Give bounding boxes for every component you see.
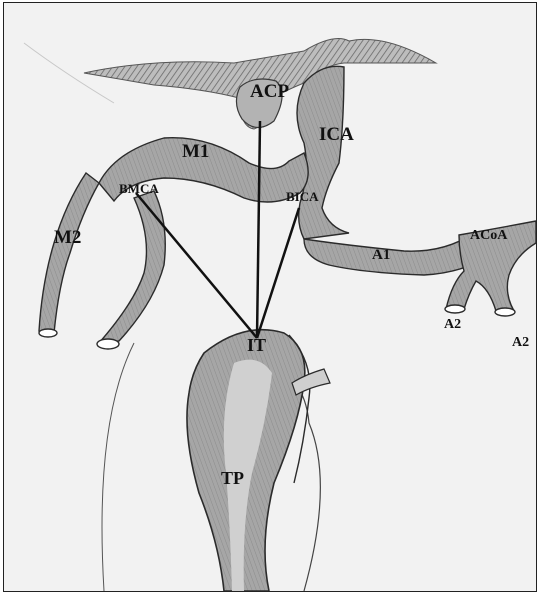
a2-right-lumen xyxy=(495,308,515,316)
label-ica: ICA xyxy=(319,124,354,145)
label-bica: BICA xyxy=(286,189,319,204)
label-m1: M1 xyxy=(182,141,209,162)
internal-carotid-artery xyxy=(297,66,349,239)
a2-left-lumen xyxy=(445,305,465,313)
m2-branch-right xyxy=(99,191,165,343)
sketch-guide-curve xyxy=(102,343,134,591)
m2-branch-left xyxy=(39,173,99,333)
label-bmca: BMCA xyxy=(119,181,159,196)
line-bica-to-it xyxy=(257,208,299,338)
label-acoa: ACoA xyxy=(470,228,508,243)
label-it: IT xyxy=(247,335,266,355)
label-a2-right: A2 xyxy=(512,335,529,350)
m2-right-lumen xyxy=(97,339,119,349)
drawing-frame: ACP ICA M1 M2 BMCA BICA A1 ACoA A2 A2 IT… xyxy=(3,2,537,592)
m2-left-lumen xyxy=(39,329,57,337)
anatomical-diagram: ACP ICA M1 M2 BMCA BICA A1 ACoA A2 A2 IT… xyxy=(4,3,536,591)
label-m2: M2 xyxy=(54,227,81,248)
label-a1: A1 xyxy=(372,247,390,263)
label-a2-left: A2 xyxy=(444,317,461,332)
label-tp: TP xyxy=(221,468,244,488)
line-acp-to-it xyxy=(257,121,260,338)
label-acp: ACP xyxy=(250,81,289,102)
